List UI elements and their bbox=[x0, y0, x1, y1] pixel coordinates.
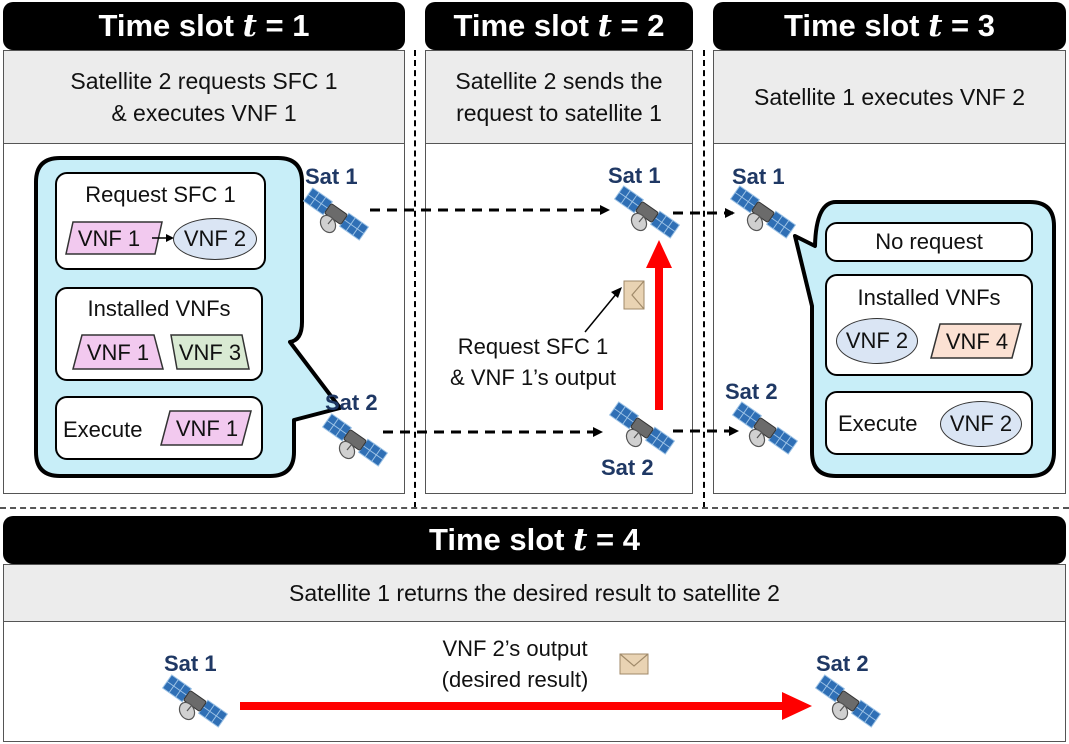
slot3-sat2-label: Sat 2 bbox=[725, 379, 778, 404]
envelope-icon bbox=[623, 280, 645, 310]
installed-vnf1-label: VNF 1 bbox=[86, 340, 150, 365]
installed-vnf1-shape bbox=[72, 334, 164, 370]
result-arrowhead bbox=[782, 692, 812, 720]
satellite-icon bbox=[613, 185, 681, 239]
satellite-icon bbox=[729, 185, 797, 239]
slot4-sat1-label: Sat 1 bbox=[164, 651, 217, 676]
sfc-vnf1-shape bbox=[65, 221, 163, 255]
message-pointer bbox=[584, 292, 618, 333]
installed-vnfs-title-slot3: Installed VNFs bbox=[857, 285, 1001, 310]
envelope-icon bbox=[619, 653, 649, 675]
satellite-icon bbox=[608, 401, 676, 455]
installed-vnf4-label: VNF 4 bbox=[945, 329, 1009, 354]
slot3-header: Time slot t = 3 bbox=[713, 2, 1066, 50]
execute-label-slot1: Execute bbox=[63, 417, 143, 442]
separator-2-3 bbox=[703, 50, 705, 508]
no-request-label: No request bbox=[875, 229, 983, 254]
slot2-sat2-label: Sat 2 bbox=[601, 455, 654, 480]
slot2-message-text: Request SFC 1 & VNF 1’s output bbox=[450, 334, 616, 390]
separator-1-2 bbox=[414, 50, 416, 508]
slot1-header: Time slot t = 1 bbox=[3, 2, 405, 50]
slot2-header: Time slot t = 2 bbox=[425, 2, 693, 50]
satellite-icon bbox=[731, 401, 799, 455]
slot4-sat2-label: Sat 2 bbox=[816, 651, 869, 676]
slot3-description: Satellite 1 executes VNF 2 bbox=[713, 50, 1066, 144]
execute-label-slot3: Execute bbox=[838, 411, 918, 436]
slot4-header: Time slot t = 4 bbox=[3, 516, 1066, 564]
execute-vnf2-oval: VNF 2 bbox=[940, 401, 1022, 447]
separator-top-bottom bbox=[0, 507, 1069, 509]
installed-vnfs-title-slot1: Installed VNFs bbox=[87, 296, 231, 321]
slot1-description: Satellite 2 requests SFC 1& executes VNF… bbox=[3, 50, 405, 144]
sfc-vnf2-oval: VNF 2 bbox=[173, 218, 257, 260]
slot4-message-text: VNF 2’s output (desired result) bbox=[441, 636, 589, 692]
installed-vnf3-shape bbox=[170, 334, 250, 370]
satellite-icon bbox=[321, 413, 389, 467]
slot3-sat1-label: Sat 1 bbox=[732, 164, 785, 189]
installed-vnf2-oval: VNF 2 bbox=[836, 318, 918, 364]
installed-vnf4-shape bbox=[930, 323, 1022, 359]
execute-vnf1-shape bbox=[160, 410, 252, 446]
request-sfc-title: Request SFC 1 bbox=[85, 182, 236, 207]
satellite-icon bbox=[814, 674, 882, 728]
no-request-box bbox=[825, 222, 1033, 262]
execute-vnf1-label: VNF 1 bbox=[175, 416, 239, 441]
installed-vnf3-label: VNF 3 bbox=[178, 340, 242, 365]
slot2-sat1-label: Sat 1 bbox=[608, 163, 661, 188]
satellite-icon bbox=[302, 187, 370, 241]
sfc-vnf1-label: VNF 1 bbox=[77, 226, 141, 251]
isl-transfer-arrowhead bbox=[646, 240, 672, 268]
slot1-sat2-label: Sat 2 bbox=[325, 390, 378, 415]
slot1-sat1-label: Sat 1 bbox=[305, 164, 358, 189]
satellite-icon bbox=[161, 674, 229, 728]
